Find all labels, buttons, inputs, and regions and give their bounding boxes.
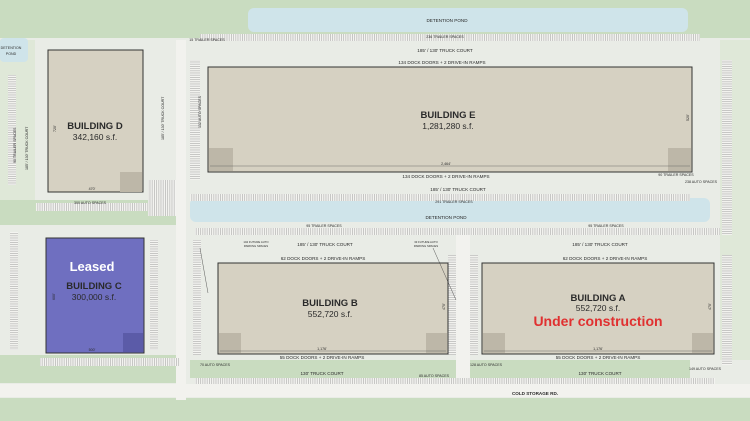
building-d[interactable] [47,49,144,193]
detention-pond [248,8,688,32]
building-c-status: Leased [70,259,115,274]
label-trailer-15: 15 TRAILER SPACES [189,38,225,42]
parking-strip [200,34,700,41]
label-truck-court-d-left: 185' / 130' TRUCK COURT [25,126,29,170]
label-road: COLD STORAGE RD. [512,391,558,396]
label-dim-b-bottom: 1,176' [317,347,327,351]
label-auto-85: 85 AUTO SPACES [419,374,450,378]
label-dock-b-top: 62 DOCK DOORS + 2 DRIVE-IN RAMPS [281,256,366,261]
label-future-auto-left: 104 FUTURE AUTO [243,240,269,244]
grass-area [0,40,35,200]
building-b[interactable] [217,262,449,355]
road [176,40,186,400]
loading-corner [123,333,143,352]
leader-line [199,247,209,294]
label-dock-a-bottom: 55 DOCK DOORS + 2 DRIVE-IN RAMPS [556,355,641,360]
leader-line [432,247,457,301]
label-detention-pond-top: DETENTION POND [426,18,468,23]
parking-strip [195,228,720,235]
label-future-auto-right: PARKING SPACES [414,244,438,248]
label-auto-300: 300 AUTO SPACES [74,201,107,205]
label-future-auto-right: 33 FUTURE AUTO [414,240,438,244]
building-a-area: 552,720 s.f. [576,303,620,313]
building-d-name: BUILDING D [67,121,123,132]
label-auto-70: 70 AUTO SPACES [200,363,231,367]
parking-strip [150,240,158,350]
label-dim-2464: 2,464' [441,162,451,166]
label-dim-b-side: 470' [442,303,446,310]
parking-strip [190,194,690,201]
label-auto-128: 128 AUTO SPACES [470,363,503,367]
label-auto-238: 238 AUTO SPACES [685,180,718,184]
label-trailer-291: 291 TRAILER SPACES [435,200,473,204]
label-dim-520: 520' [686,114,690,121]
label-trailer-95-a: 95 TRAILER SPACES [588,224,624,228]
parking-strip [470,255,478,355]
label-future-auto-left: PARKING SPACES [244,244,268,248]
detention-pond [0,38,28,62]
parking-strip [190,60,200,180]
label-truck-court-130-b: 130' TRUCK COURT [300,371,343,376]
building-a-name: BUILDING A [570,293,625,304]
loading-corner [483,333,505,353]
parking-strip [40,358,180,366]
label-auto-149: 149 AUTO SPACES [689,367,722,371]
label-dim-a-side: 470' [708,303,712,310]
building-e-name: BUILDING E [421,110,476,121]
parking-strip [722,60,732,235]
label-truck-court-top: 185' / 130' TRUCK COURT [417,48,473,53]
loading-corner [668,148,691,171]
label-dim-720: 720' [53,125,57,132]
label-detention-left: DETENTION [1,46,22,50]
road [456,235,470,385]
label-trailer-95-b: 95 TRAILER SPACES [306,224,342,228]
parking-strip [722,255,732,365]
grass-area [190,360,690,378]
parking-strip [8,75,16,185]
label-dim-470: 470' [89,187,96,191]
label-dim-c-side: 600' [52,293,56,300]
road [0,384,750,397]
label-trailer-90-left: 90 TRAILER SPACES [13,127,17,163]
parking-strip [36,203,176,211]
parking-strip [193,240,201,355]
label-truck-court-b: 185' / 130' TRUCK COURT [297,242,353,247]
label-trailer-90-right: 90 TRAILER SPACES [658,173,694,177]
detention-pond [190,198,710,222]
label-dim-c-bottom: 500' [89,348,96,352]
grass-area [0,398,750,421]
label-dock-b-bottom: 55 DOCK DOORS + 2 DRIVE-IN RAMPS [280,355,365,360]
building-e-area: 1,281,280 s.f. [422,121,474,131]
loading-corner [209,148,233,171]
label-dim-a-bottom: 1,176' [593,347,603,351]
building-d-area: 342,160 s.f. [73,132,117,142]
parking-strip [148,180,176,216]
building-e[interactable] [207,66,693,173]
label-dock-e-bottom: 134 DOCK DOORS + 2 DRIVE-IN RAMPS [402,174,489,179]
label-dock-e-top: 134 DOCK DOORS + 2 DRIVE-IN RAMPS [398,60,485,65]
label-truck-court-a: 185' / 130' TRUCK COURT [572,242,628,247]
label-dock-a-top: 62 DOCK DOORS + 2 DRIVE-IN RAMPS [563,256,648,261]
loading-corner [219,333,241,353]
label-auto-132: 132 AUTO SPACES [198,95,202,128]
building-c-name: BUILDING C [66,281,122,292]
building-b-name: BUILDING B [302,298,358,309]
building-a-status: Under construction [533,313,662,329]
parking-strip [10,232,18,350]
label-detention-left: POND [6,52,17,56]
label-truck-court-130-a: 130' TRUCK COURT [578,371,621,376]
parking-strip [448,255,456,355]
label-trailer-236: 236 TRAILER SPACES [426,35,464,39]
loading-corner [426,333,447,353]
parking-strip [195,378,715,384]
label-truck-court-d-right: 185' / 130' TRUCK COURT [161,96,165,140]
building-a[interactable] [481,262,715,355]
loading-corner [692,333,713,353]
label-truck-court-mid: 185' / 130' TRUCK COURT [430,187,486,192]
loading-corner [120,172,142,192]
label-detention-pond-mid: DETENTION POND [425,215,467,220]
building-c-area: 300,000 s.f. [72,292,116,302]
building-b-area: 552,720 s.f. [308,309,352,319]
